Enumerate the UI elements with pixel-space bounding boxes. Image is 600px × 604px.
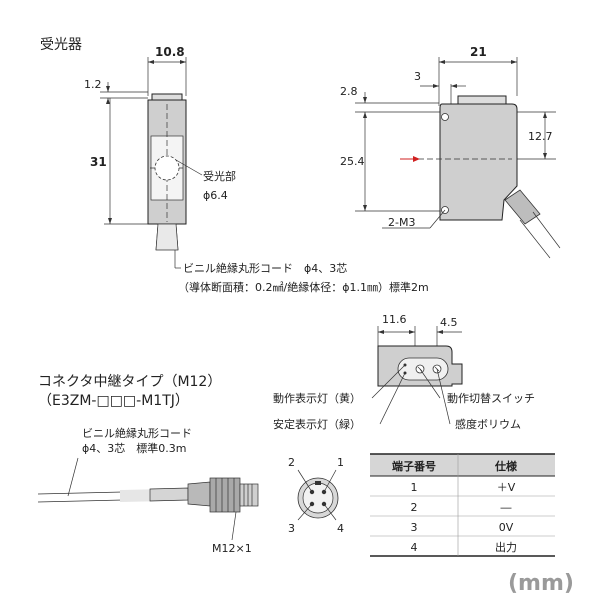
- label-operation-indicator: 動作表示灯（黄）: [273, 391, 361, 405]
- pin-label-1: 1: [337, 456, 344, 469]
- svg-text:4.5: 4.5: [440, 316, 458, 329]
- svg-text:12.7: 12.7: [528, 130, 553, 143]
- label-sensitivity: 感度ボリウム: [455, 417, 521, 431]
- connector-cable-2: ϕ4、3芯 標準0.3m: [82, 441, 186, 455]
- dim-width-front: 10.8: [147, 45, 187, 96]
- table-cell: ―: [501, 501, 512, 514]
- label-mode-switch: 動作切替スイッチ: [447, 391, 535, 405]
- pin-label-2: 2: [288, 456, 295, 469]
- svg-text:1.2: 1.2: [84, 78, 102, 91]
- svg-text:11.6: 11.6: [382, 313, 407, 326]
- pin-label-4: 4: [337, 522, 344, 535]
- table-cell: 1: [411, 481, 418, 494]
- table-cell: 0V: [499, 521, 514, 534]
- light-direction-arrow: [400, 156, 420, 162]
- receiver-side-body: [418, 95, 561, 259]
- svg-text:10.8: 10.8: [155, 45, 185, 59]
- lens-circle: [154, 155, 180, 181]
- dim-height-12-7: 12.7: [510, 111, 556, 160]
- table-cell: ＋V: [497, 481, 516, 494]
- cable-spec-line1: ビニル絶縁丸形コード ϕ4、3芯: [183, 261, 347, 275]
- cable-spec-line2: （導体断面積：0.2㎟/絶縁体径：ϕ1.1㎜）標準2m: [178, 280, 429, 294]
- screw-hole-top: [441, 113, 449, 121]
- screw-label: 2-M3: [388, 216, 415, 229]
- dim-height-front: 31: [90, 98, 148, 225]
- table-cell: 出力: [495, 540, 517, 554]
- svg-text:31: 31: [90, 155, 107, 169]
- dim-top-offset-front: 1.2: [84, 78, 148, 104]
- dim-depth-side: 21: [438, 45, 518, 106]
- dim-offset-3: 3: [414, 70, 466, 106]
- top-view-body: [377, 345, 463, 387]
- table-cell: 3: [411, 521, 418, 534]
- table-cell: 4: [411, 541, 418, 554]
- connector-pin-face: [297, 469, 339, 521]
- dim-offset-2-8: 2.8: [340, 85, 444, 113]
- section-title-receiver: 受光器: [40, 37, 82, 53]
- pin-table: 端子番号 仕様 1 ＋V 2 ― 3 0V 4 出力: [370, 453, 555, 557]
- thread-label: M12×1: [212, 542, 252, 555]
- svg-text:2.8: 2.8: [340, 85, 358, 98]
- dim-height-25-4: 25.4: [340, 112, 444, 212]
- svg-text:25.4: 25.4: [340, 155, 365, 168]
- table-cell: 2: [411, 501, 418, 514]
- lens-diameter: ϕ6.4: [203, 189, 228, 202]
- receiver-front-body: [147, 93, 187, 251]
- label-stable-indicator: 安定表示灯（緑）: [273, 417, 361, 431]
- connector-cable-drawing: [37, 477, 259, 513]
- unit-label: (mm): [508, 571, 574, 596]
- connector-cable-1: ビニル絶縁丸形コード: [82, 426, 192, 440]
- table-header-spec: 仕様: [494, 459, 518, 473]
- connector-title-2: （E3ZM-□□□-M1TJ）: [38, 393, 189, 409]
- connector-title-1: コネクタ中継タイプ（M12）: [38, 374, 221, 390]
- lens-label: 受光部: [203, 169, 236, 183]
- dim-top-view: 11.6 4.5: [377, 313, 462, 352]
- pin-label-3: 3: [288, 522, 295, 535]
- svg-text:21: 21: [470, 45, 487, 59]
- svg-text:3: 3: [414, 70, 421, 83]
- table-header-terminal: 端子番号: [392, 459, 436, 473]
